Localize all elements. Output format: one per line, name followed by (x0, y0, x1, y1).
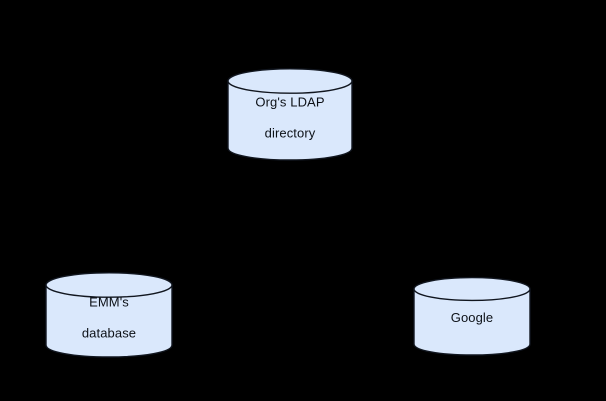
cylinder-icon (413, 276, 531, 356)
database-node-emm[interactable]: EMM's database (45, 272, 173, 358)
cylinder-icon (45, 272, 173, 358)
database-node-google[interactable]: Google (413, 276, 531, 356)
cylinder-icon (227, 68, 353, 161)
database-node-ldap[interactable]: Org's LDAP directory (227, 68, 353, 161)
